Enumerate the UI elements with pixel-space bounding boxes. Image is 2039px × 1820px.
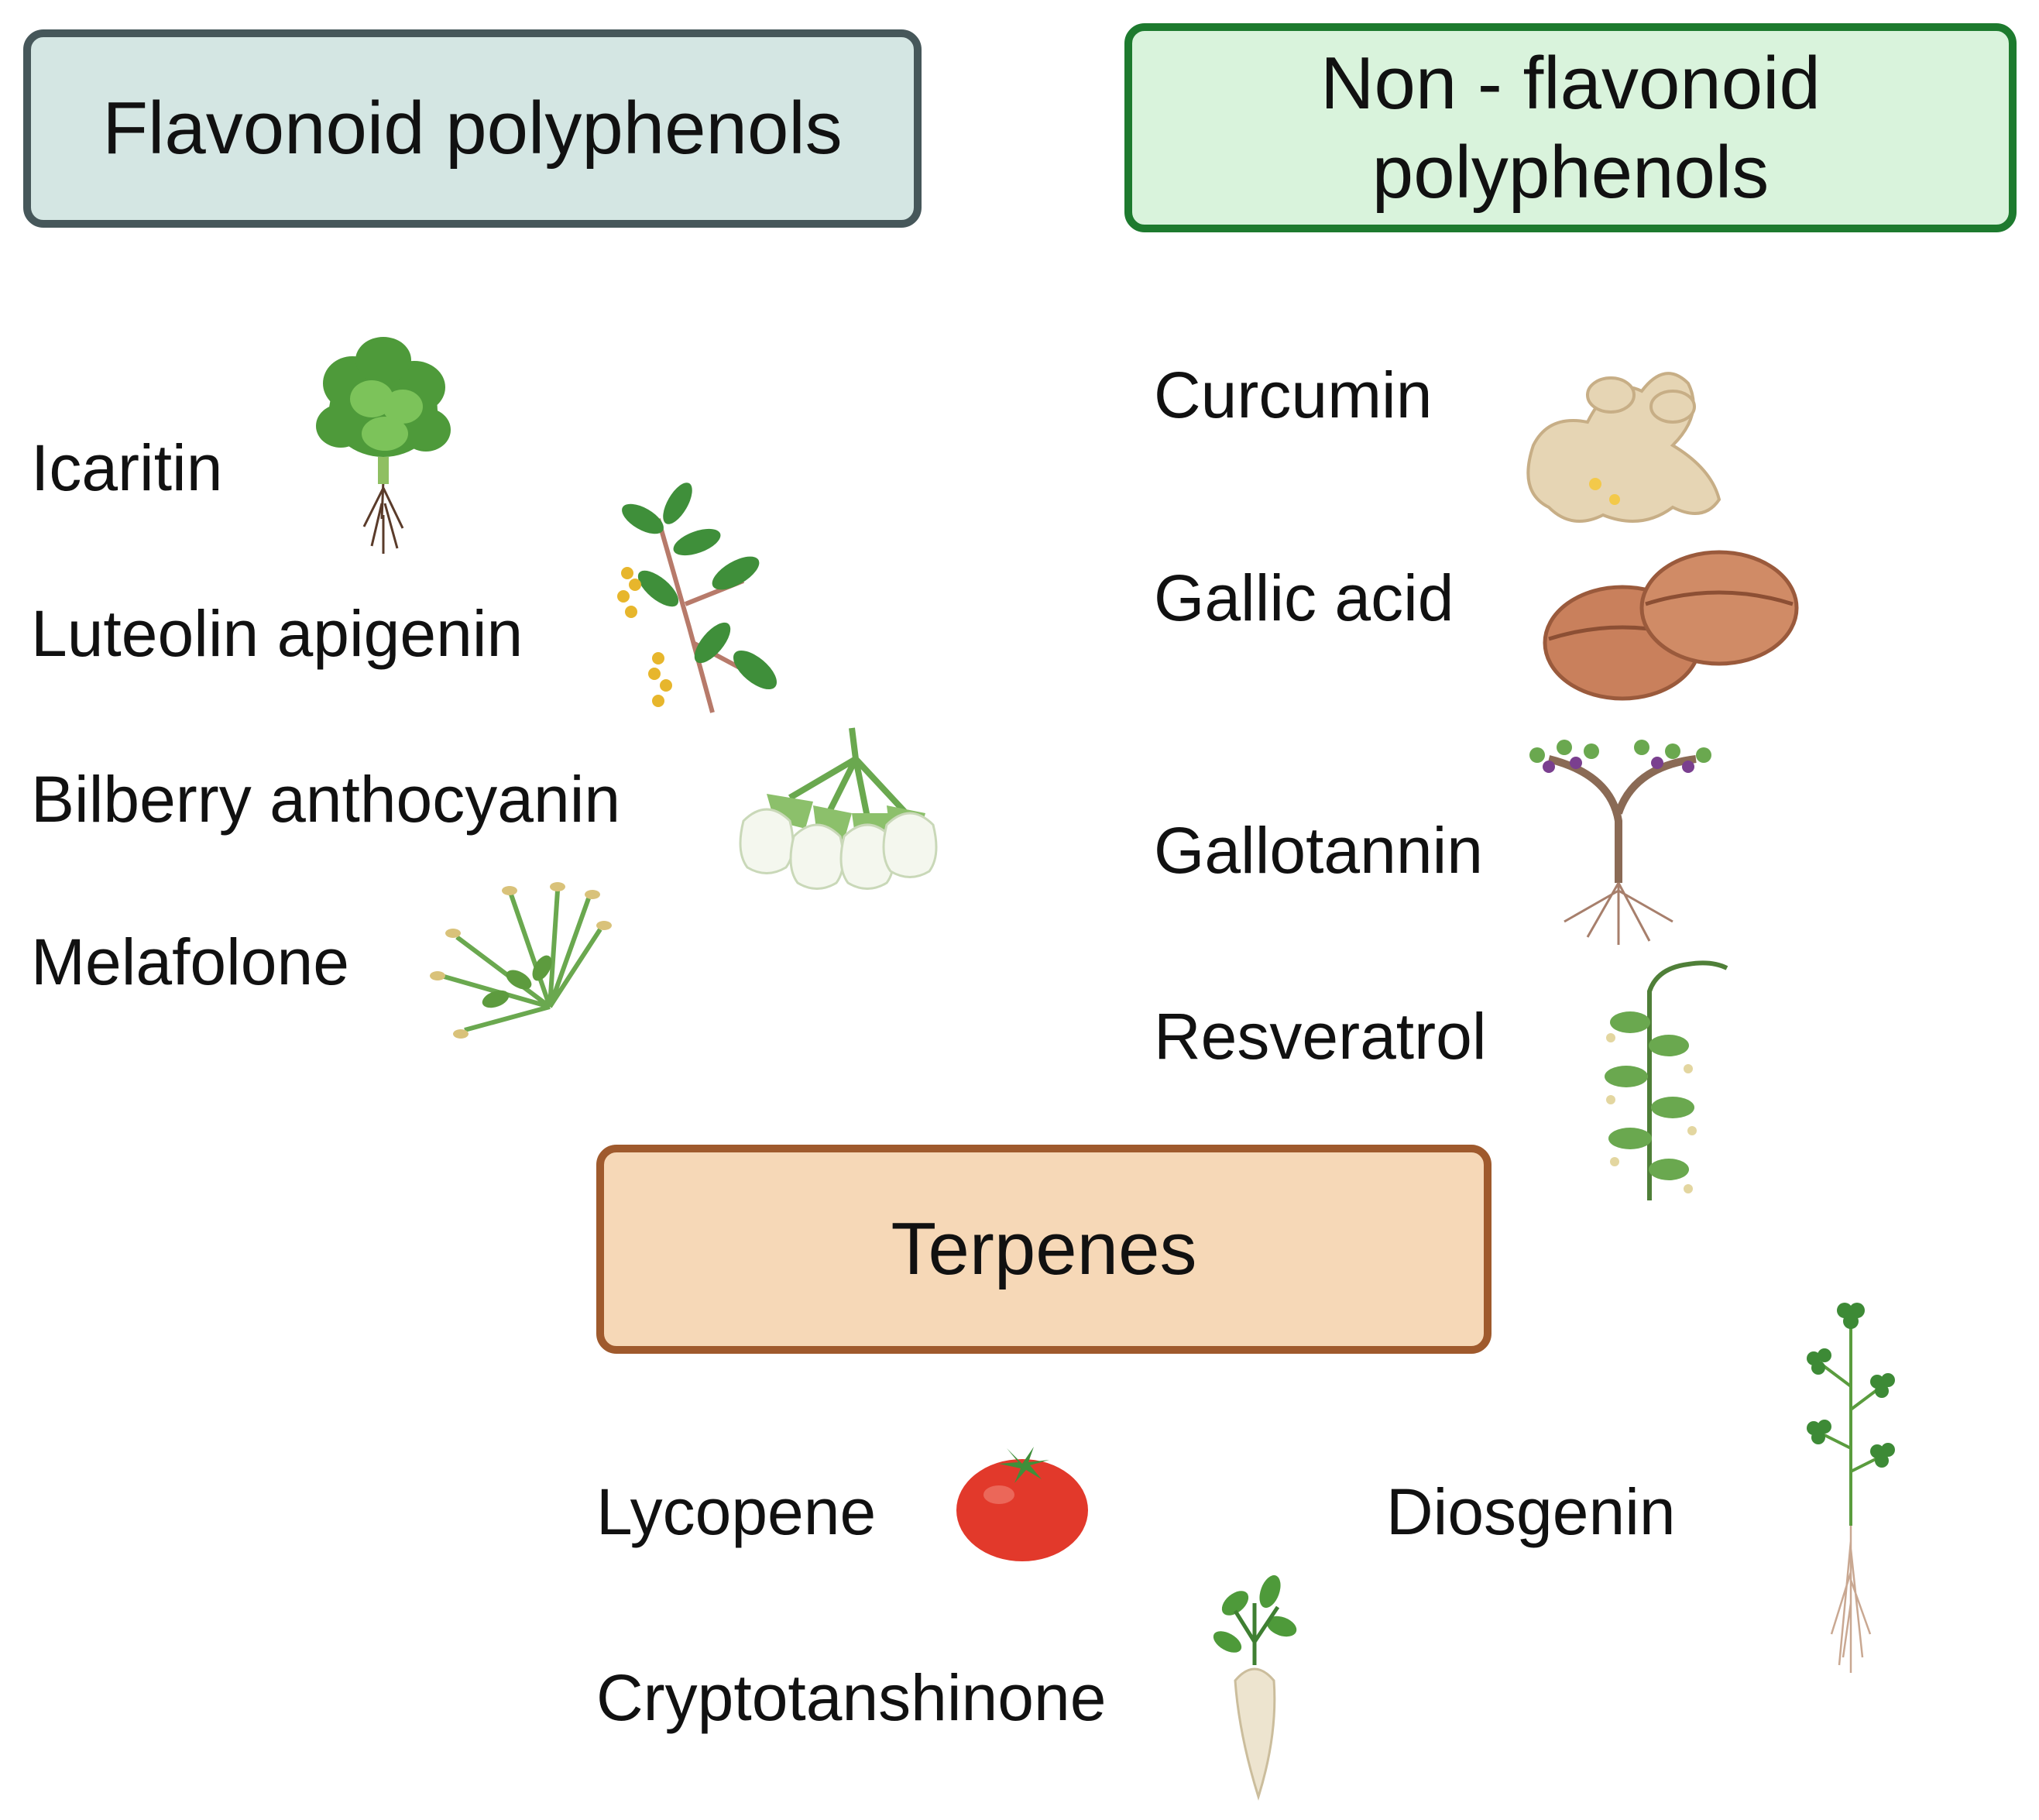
non-flavonoid-title-line1: Non - flavonoid bbox=[1320, 41, 1821, 125]
compound-label-curcumin: Curcumin bbox=[1154, 359, 1433, 431]
root-vegetable-icon bbox=[1213, 1574, 1297, 1801]
clover-plant-icon bbox=[1807, 1303, 1895, 1673]
compound-label-resveratrol: Resveratrol bbox=[1154, 1000, 1487, 1073]
flowering-stalk-icon bbox=[1605, 960, 1728, 1200]
bell-flower-cluster-icon bbox=[739, 727, 938, 890]
compound-label-luteolin-apigenin: Luteolin apigenin bbox=[31, 597, 523, 670]
leafy-herb-with-roots-icon bbox=[316, 337, 451, 554]
ginger-root-icon bbox=[1526, 372, 1721, 523]
compound-label-lycopene: Lycopene bbox=[596, 1475, 877, 1548]
compound-label-diosgenin: Diosgenin bbox=[1386, 1475, 1676, 1548]
compound-label-icaritin: Icaritin bbox=[31, 431, 223, 504]
flavonoid-category-box: Flavonoid polyphenols bbox=[23, 29, 922, 228]
compound-label-gallic-acid: Gallic acid bbox=[1154, 561, 1454, 634]
compound-label-cryptotanshinone: Cryptotanshinone bbox=[596, 1661, 1107, 1734]
tomato-icon bbox=[956, 1447, 1088, 1561]
non-flavonoid-title-line2: polyphenols bbox=[1371, 131, 1770, 214]
compound-label-gallotannin: Gallotannin bbox=[1154, 814, 1483, 887]
compound-label-bilberry-anthocyanin: Bilberry anthocyanin bbox=[31, 763, 621, 836]
flowering-branch-icon bbox=[617, 482, 777, 713]
non-flavonoid-category-box: Non - flavonoid polyphenols bbox=[1124, 23, 2017, 232]
terpenes-category-title: Terpenes bbox=[891, 1207, 1197, 1291]
umbel-flower-icon bbox=[430, 882, 612, 1039]
terpenes-category-box: Terpenes bbox=[596, 1145, 1491, 1354]
walnut-pair-icon bbox=[1543, 550, 1799, 701]
compound-label-melafolone: Melafolone bbox=[31, 925, 349, 998]
flavonoid-category-title: Flavonoid polyphenols bbox=[102, 87, 843, 170]
grapevine-icon bbox=[1529, 740, 1711, 945]
